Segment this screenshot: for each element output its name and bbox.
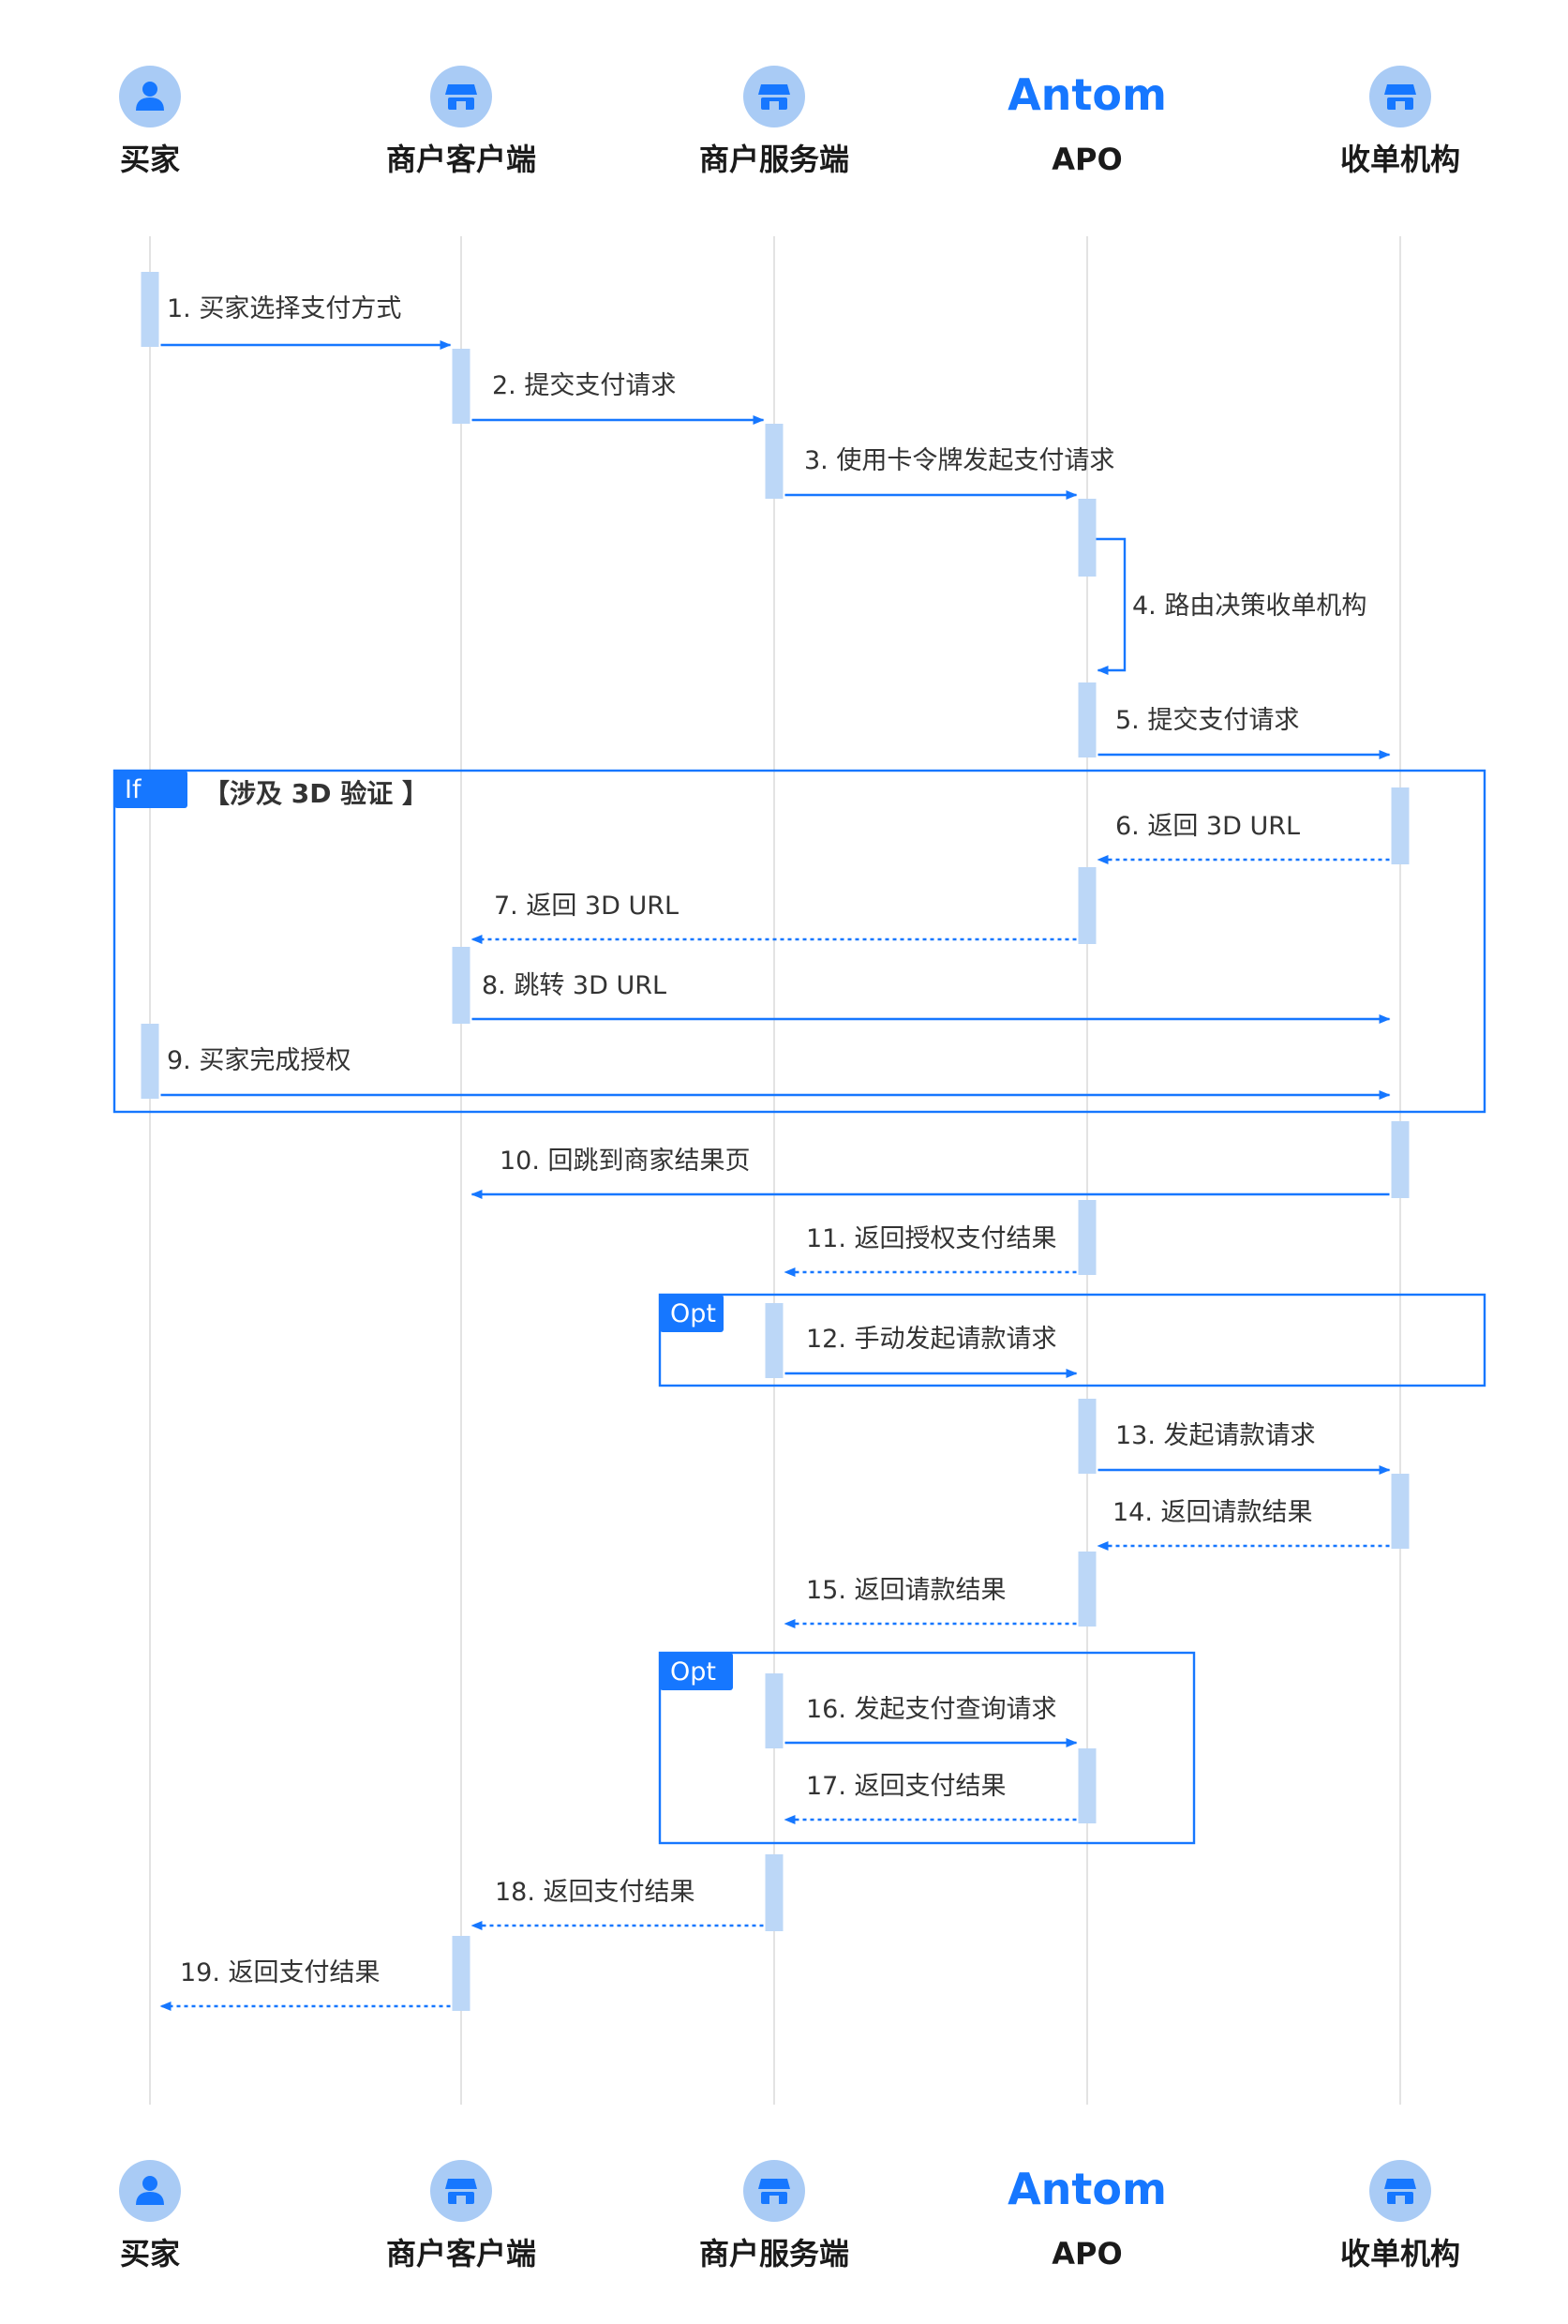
activation-bar [452, 1936, 470, 2011]
activation-bar [1078, 499, 1097, 577]
activation-bar [452, 349, 470, 424]
frame-tag-label: Opt [670, 1657, 716, 1687]
message-18-label: 18. 返回支付结果 [495, 1878, 695, 1907]
message-1-label: 1. 买家选择支付方式 [167, 294, 401, 323]
store-icon [430, 2160, 492, 2222]
frame-if-box [112, 769, 1486, 1114]
activation-bar [1391, 1474, 1410, 1549]
frame-opt-box [658, 1651, 1196, 1845]
frame-tag-label: Opt [670, 1299, 716, 1328]
message-11-label: 11. 返回授权支付结果 [806, 1224, 1057, 1253]
store-icon [743, 2160, 805, 2222]
actor-client-name-bottom: 商户客户端 [386, 2236, 536, 2272]
activation-bar [1078, 682, 1097, 757]
actor-acquirer-name: 收单机构 [1340, 142, 1460, 177]
message-12-label: 12. 手动发起请款请求 [806, 1325, 1057, 1354]
actor-client-name: 商户客户端 [386, 142, 536, 177]
activation-bar [1078, 1200, 1097, 1275]
actor-apo-name-bottom: APO [1052, 2236, 1122, 2272]
message-17-label: 17. 返回支付结果 [806, 1772, 1007, 1801]
frame-opt-box [658, 1293, 1486, 1387]
frame-tag-bg [660, 1653, 733, 1690]
activation-bar [765, 424, 784, 499]
message-10-label: 10. 回跳到商家结果页 [500, 1147, 751, 1176]
message-9-label: 9. 买家完成授权 [167, 1046, 351, 1075]
activation-bar [141, 272, 159, 347]
activation-bar [1078, 867, 1097, 944]
frame-tag-bg [660, 1295, 724, 1332]
antom-logo-icon: Antom [1008, 69, 1167, 120]
message-15-label: 15. 返回请款结果 [806, 1576, 1007, 1605]
message-2-label: 2. 提交支付请求 [492, 371, 676, 400]
activation-bar [1078, 1399, 1097, 1474]
activation-bar [765, 1673, 784, 1748]
message-4-label: 4. 路由决策收单机构 [1132, 592, 1366, 621]
message-14-label: 14. 返回请款结果 [1113, 1498, 1313, 1527]
activation-bar [452, 947, 470, 1024]
activation-bar [141, 1024, 159, 1099]
store-icon [1369, 2160, 1431, 2222]
actor-apo-name: APO [1052, 142, 1122, 177]
message-7-label: 7. 返回 3D URL [494, 892, 679, 921]
antom-logo-icon: Antom [1008, 2164, 1167, 2214]
actor-acquirer-name-bottom: 收单机构 [1340, 2236, 1460, 2272]
store-icon [1369, 66, 1431, 127]
store-icon [430, 66, 492, 127]
message-19-label: 19. 返回支付结果 [180, 1958, 381, 1987]
activations [141, 272, 1410, 2011]
message-5-label: 5. 提交支付请求 [1115, 706, 1299, 735]
actor-buyer-name-bottom: 买家 [120, 2236, 180, 2272]
actor-server-name: 商户服务端 [699, 142, 849, 177]
message-13-label: 13. 发起请款请求 [1115, 1421, 1316, 1450]
activation-bar [1078, 1748, 1097, 1823]
messages: 1. 买家选择支付方式 2. 提交支付请求 3. 使用卡令牌发起支付请求 4. 路由决… [159, 294, 1391, 2011]
message-6-label: 6. 返回 3D URL [1115, 812, 1300, 841]
frame-tag-bg [114, 771, 187, 808]
message-8-label: 8. 跳转 3D URL [482, 971, 666, 1000]
actor-server-name-bottom: 商户服务端 [699, 2236, 849, 2272]
store-icon [743, 66, 805, 127]
message-3-label: 3. 使用卡令牌发起支付请求 [804, 446, 1114, 475]
lifelines [149, 236, 1401, 2105]
message-4-self-arrow [1096, 537, 1127, 675]
buyer-icon [119, 66, 181, 127]
frame-tag-label: If [125, 775, 142, 804]
buyer-icon [119, 2160, 181, 2222]
frame-condition-title: 【涉及 3D 验证 】 [203, 778, 428, 809]
activation-bar [765, 1303, 784, 1378]
activation-bar [765, 1854, 784, 1931]
activation-bar [1078, 1552, 1097, 1627]
activation-bar [1391, 787, 1410, 864]
actor-buyer-name: 买家 [120, 142, 180, 177]
activation-bar [1391, 1121, 1410, 1198]
message-16-label: 16. 发起支付查询请求 [806, 1695, 1057, 1724]
